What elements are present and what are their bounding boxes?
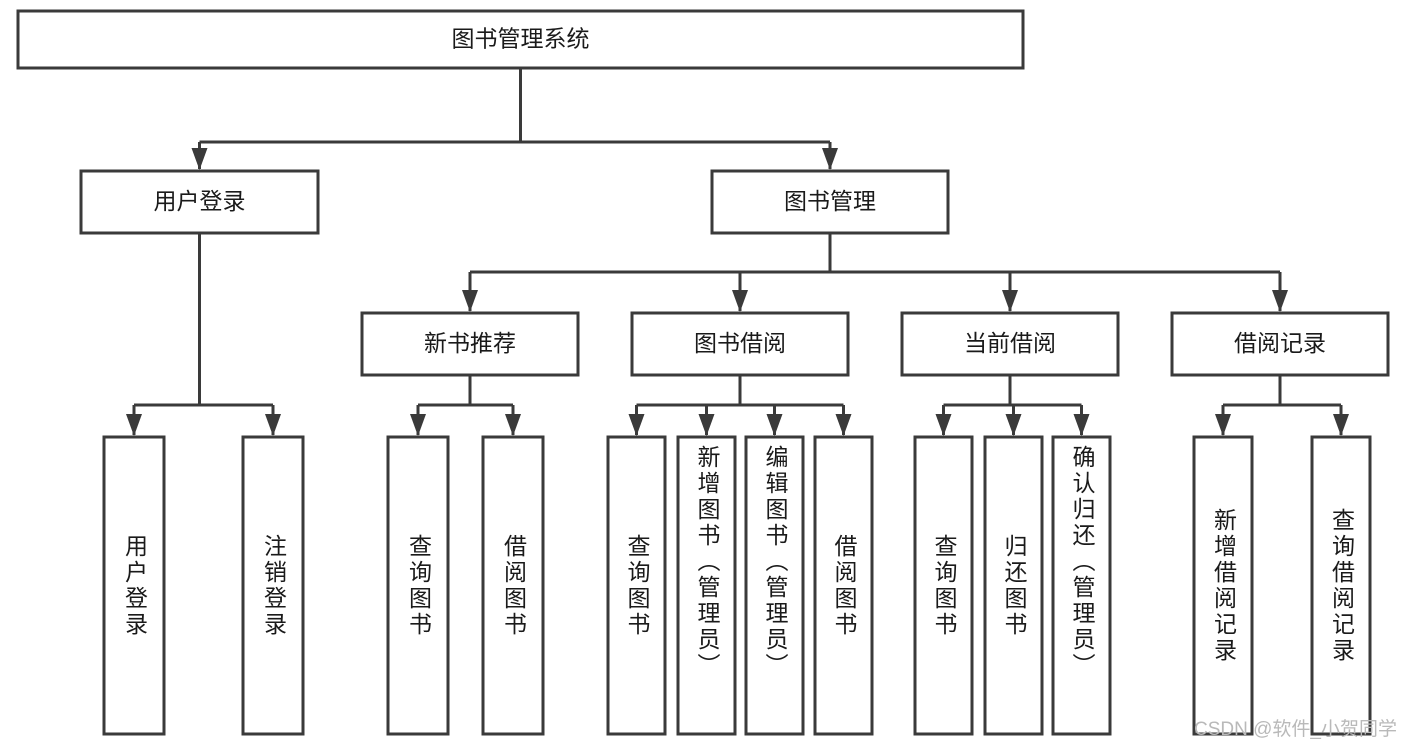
level2-box-新书推荐[interactable] <box>360 311 580 377</box>
leaf-box-确认归还管理员[interactable] <box>1051 435 1112 736</box>
arrow-head-lvl2-2-2 <box>1073 414 1090 436</box>
arrow-head-lvl2-0-1 <box>505 414 521 436</box>
connectors-layer <box>126 68 1349 436</box>
leaf-box-归还图书[interactable] <box>983 435 1044 736</box>
leaf-box-借阅图书[interactable] <box>481 435 545 736</box>
arrow-head-lvl2-1-3 <box>835 414 852 436</box>
arrow-head-lvl2-1-2 <box>766 414 783 436</box>
leaf-box-查询图书[interactable] <box>386 435 450 736</box>
arrow-head-lvl2-2-1 <box>1005 414 1022 436</box>
level2-label-借阅记录: 借阅记录 <box>1234 330 1326 356</box>
leaf-box-查询图书[interactable] <box>913 435 974 736</box>
level2-box-当前借阅[interactable] <box>900 311 1120 377</box>
level2-label-当前借阅: 当前借阅 <box>964 330 1056 356</box>
leaf-box-查询借阅记录[interactable] <box>1310 435 1372 736</box>
level1-box-图书管理[interactable] <box>710 169 950 235</box>
arrow-head-user-login-1 <box>265 414 281 436</box>
arrow-head-root-0 <box>191 148 208 170</box>
level2-label-新书推荐: 新书推荐 <box>424 330 516 356</box>
leaf-box-借阅图书[interactable] <box>813 435 874 736</box>
leaf-box-查询图书[interactable] <box>606 435 667 736</box>
arrow-head-user-login-0 <box>126 414 142 436</box>
level1-label-用户登录: 用户登录 <box>154 188 246 214</box>
root-box-图书管理系统[interactable] <box>16 9 1025 70</box>
leaf-box-注销登录[interactable] <box>241 435 305 736</box>
leaf-box-新增借阅记录[interactable] <box>1192 435 1254 736</box>
level1-box-用户登录[interactable] <box>79 169 320 235</box>
arrow-head-lvl2-2-0 <box>935 414 952 436</box>
level1-label-图书管理: 图书管理 <box>784 188 876 214</box>
arrow-head-book-mgmt-2 <box>1002 290 1018 312</box>
level2-box-图书借阅[interactable] <box>630 311 850 377</box>
leaf-box-用户登录[interactable] <box>102 435 166 736</box>
arrow-head-lvl2-0-0 <box>410 414 426 436</box>
arrow-head-book-mgmt-3 <box>1272 290 1288 312</box>
arrow-head-lvl2-1-1 <box>698 414 715 436</box>
watermark-text: CSDN @软件_小贺同学 <box>1194 719 1397 740</box>
arrow-head-book-mgmt-1 <box>732 290 748 312</box>
level2-label-图书借阅: 图书借阅 <box>694 330 786 356</box>
leaf-box-新增图书管理员[interactable] <box>676 435 737 736</box>
boxes-layer <box>16 9 1390 736</box>
arrow-head-root-1 <box>822 148 838 170</box>
root-label-图书管理系统: 图书管理系统 <box>452 26 590 52</box>
level2-box-借阅记录[interactable] <box>1170 311 1390 377</box>
leaf-box-编辑图书管理员[interactable] <box>744 435 805 736</box>
arrow-head-lvl2-3-1 <box>1333 414 1349 436</box>
arrow-head-lvl2-3-0 <box>1215 414 1231 436</box>
arrow-head-lvl2-1-0 <box>628 414 645 436</box>
arrow-head-book-mgmt-0 <box>462 290 478 312</box>
